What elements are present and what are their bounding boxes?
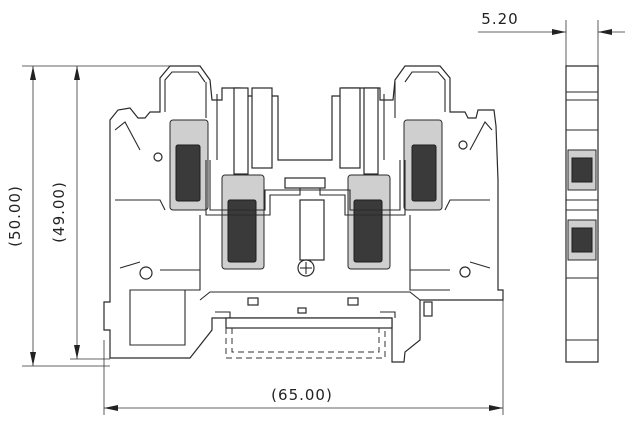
latch-slot [297,307,307,314]
left-wire-entry [233,87,249,175]
mounting-hole-icon [458,140,468,150]
lower-right-spring [353,199,383,263]
latch-slot [347,297,359,306]
upper-left-spring [175,144,201,202]
inner-height-label: (49.00) [50,181,68,243]
terminal-block-side-view [565,65,599,363]
mounting-hole-icon [459,266,471,278]
arrow-up-icon [30,66,36,80]
arrow-up-icon [74,66,80,80]
mounting-hole-icon [153,152,163,162]
upper-right-spring [411,144,437,202]
arrow-down-icon [74,345,80,359]
arrow-right-icon [552,29,566,35]
latch-slot [247,297,259,306]
lower-left-spring [227,199,257,263]
center-post [299,199,325,261]
side-view-outline [565,65,599,363]
overall-width-label: (65.00) [271,386,333,404]
side-spring-lower [571,227,593,253]
left-wire-channel [251,87,273,169]
din-rail-clip [225,317,393,329]
right-wire-channel [339,87,361,169]
arrow-right-icon [489,405,503,411]
mounting-hole-icon [139,266,153,280]
din-rail-hidden [225,328,386,359]
arrow-left-icon [598,29,612,35]
terminal-block-front-view [103,65,504,363]
right-wire-entry [363,87,379,175]
dimension-lines [22,20,625,415]
arrow-left-icon [104,405,118,411]
release-tab [423,301,433,317]
busbar-top-plate [284,177,326,189]
overall-height-label: (50.00) [6,185,24,247]
arrow-down-icon [30,352,36,366]
thickness-label: 5.20 [481,10,518,28]
side-spring-upper [571,157,593,183]
din-foot-left [129,289,186,346]
